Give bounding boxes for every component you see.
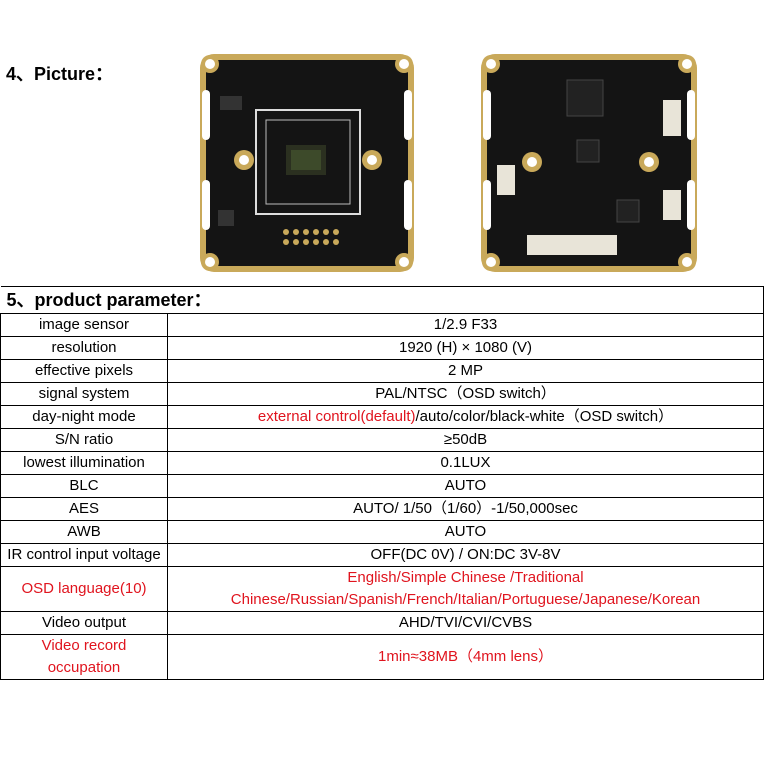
row-value: AUTO [167,520,764,544]
row-label: BLC [0,474,168,498]
row-label: image sensor [0,313,168,337]
default-mode-highlight: external control(default) [257,408,416,425]
row-label: IR control input voltage [0,543,168,567]
row-label: Video output [0,611,168,635]
row-value: external control(default)/auto/color/bla… [167,405,764,429]
table-row: OSD language(10)English/Simple Chinese /… [0,566,764,612]
row-value: 2 MP [167,359,764,383]
row-value-line: Chinese/Russian/Spanish/French/Italian/P… [230,591,701,608]
parameter-heading: 5、product parameter： [0,286,764,314]
row-value: ≥50dB [167,428,764,452]
row-value: PAL/NTSC（OSD switch） [167,382,764,406]
row-value: AUTO/ 1/50（1/60）-1/50,000sec [167,497,764,521]
row-value: OFF(DC 0V) / ON:DC 3V-8V [167,543,764,567]
row-label: signal system [0,382,168,406]
row-label: OSD language(10) [0,566,168,612]
row-label: S/N ratio [0,428,168,452]
camera-board-back-image [481,54,697,272]
row-value: AHD/TVI/CVI/CVBS [167,611,764,635]
table-row: S/N ratio≥50dB [0,428,764,452]
row-value: 1920 (H) × 1080 (V) [167,336,764,360]
row-value: 1min≈38MB（4mm lens） [167,634,764,680]
row-label: AWB [0,520,168,544]
row-label: day-night mode [0,405,168,429]
row-label: Video record occupation [0,634,168,680]
row-label: resolution [0,336,168,360]
row-value-rest: /auto/color/black-white（OSD switch） [415,408,674,425]
row-value-line: English/Simple Chinese /Traditional [347,569,584,586]
row-label: AES [0,497,168,521]
row-label: effective pixels [0,359,168,383]
picture-heading: 4、Picture： [6,64,114,84]
row-value: 1/2.9 F33 [167,313,764,337]
camera-board-front-image [200,54,414,272]
row-value: 0.1LUX [167,451,764,475]
row-value: AUTO [167,474,764,498]
row-label: lowest illumination [0,451,168,475]
